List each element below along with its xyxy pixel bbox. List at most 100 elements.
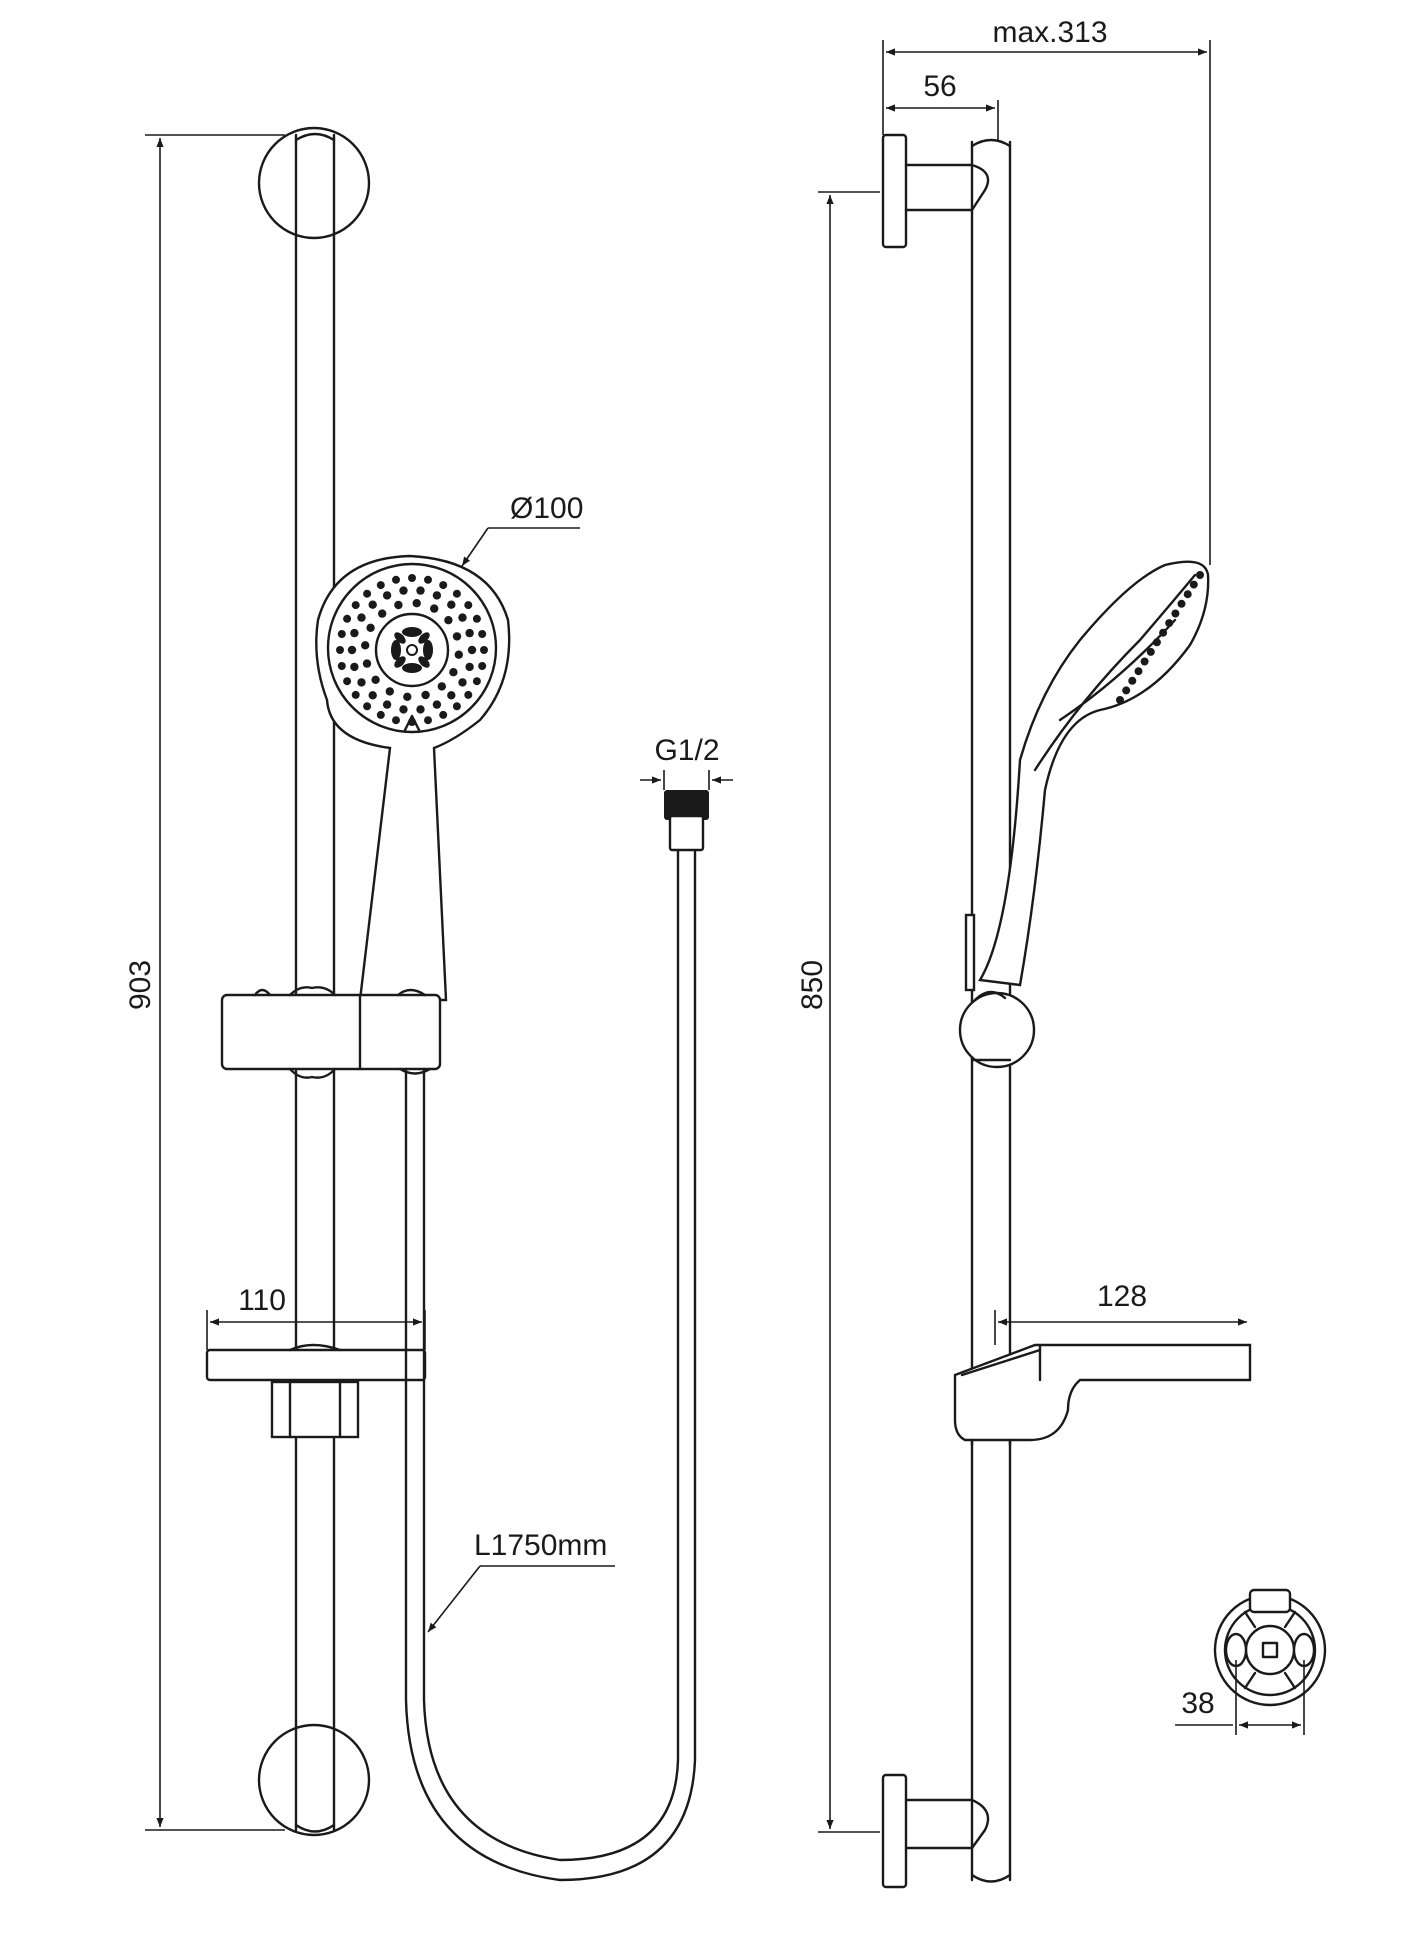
label-head-diameter: Ø100	[510, 492, 583, 525]
side-nozzle-dot	[1116, 696, 1124, 704]
hose	[404, 813, 697, 1882]
nozzle-dot	[337, 662, 346, 670]
nozzle-dot	[464, 601, 473, 610]
nozzle-dot	[376, 581, 385, 590]
bracket-detail-view	[1213, 1588, 1327, 1707]
nozzle-dot	[458, 613, 467, 622]
nozzle-dot	[366, 623, 375, 632]
side-nozzle-dot	[1171, 609, 1180, 618]
nozzle-dot	[362, 659, 372, 668]
label-max-depth: max.313	[992, 16, 1107, 49]
dimension-labels: max.313 56 Ø100 G1/2 903 850 110 128 L17…	[124, 16, 1215, 1720]
side-nozzle-dot	[1183, 590, 1192, 599]
nozzle-dot	[350, 628, 359, 638]
side-nozzle-dot	[1152, 638, 1161, 647]
front-slider	[220, 986, 442, 1079]
side-view	[881, 133, 1327, 1889]
nozzle-dot	[447, 691, 456, 700]
nozzle-dot	[472, 614, 481, 623]
front-view	[205, 126, 709, 1882]
side-nozzle-dot	[1189, 580, 1198, 589]
nozzle-dot	[363, 589, 372, 598]
nozzle-dot	[424, 575, 432, 584]
front-soap-dish	[205, 1343, 427, 1439]
side-nozzle-dot	[1122, 686, 1131, 695]
nozzle-dot	[378, 609, 387, 618]
nozzle-dot	[412, 599, 421, 608]
front-bottom-wall-flange	[257, 1723, 371, 1837]
side-spray-face	[1116, 571, 1204, 704]
nozzle-dot	[368, 691, 377, 700]
side-nozzle-dot	[1128, 676, 1137, 685]
side-hand-shower	[964, 560, 1210, 992]
spray-nozzles	[336, 574, 488, 726]
nozzle-dot	[363, 702, 372, 711]
nozzle-dot	[343, 614, 352, 623]
nozzle-dot	[416, 586, 425, 595]
dimension-lines	[145, 40, 1305, 1833]
nozzle-dot	[399, 705, 408, 714]
front-top-wall-flange	[257, 126, 371, 240]
nozzle-dot	[424, 716, 432, 725]
label-hose-length: L1750mm	[474, 1529, 607, 1562]
label-bracket-diameter: 38	[1181, 1687, 1214, 1720]
side-nozzle-dot	[1177, 599, 1186, 608]
nozzle-dot	[392, 716, 400, 725]
nozzle-dot	[357, 678, 366, 687]
side-nozzle-dot	[1159, 628, 1168, 637]
nozzle-dot	[454, 650, 463, 659]
nozzle-dot	[416, 705, 425, 714]
label-soap-dish-front: 110	[238, 1284, 286, 1317]
side-slider	[958, 990, 1036, 1069]
side-nozzle-dot	[1165, 619, 1174, 628]
nozzle-dot	[361, 641, 370, 650]
nozzle-dot	[472, 677, 481, 686]
nozzle-dot	[432, 591, 442, 600]
nozzle-dot	[394, 600, 403, 610]
nozzle-dot	[458, 678, 467, 687]
nozzle-dot	[444, 616, 453, 625]
nozzle-dot	[467, 645, 477, 655]
nozzle-dot	[437, 682, 446, 691]
nozzle-dot	[368, 600, 377, 609]
nozzle-dot	[403, 692, 412, 701]
nozzle-dot	[408, 574, 416, 582]
side-nozzle-dot	[1134, 667, 1143, 676]
nozzle-dot	[480, 646, 488, 654]
nozzle-dot	[357, 613, 366, 622]
label-soap-dish-side: 128	[1097, 1280, 1147, 1313]
nozzle-dot	[478, 662, 487, 670]
nozzle-dot	[376, 710, 385, 719]
side-nozzle-dot	[1196, 571, 1204, 579]
nozzle-dot	[399, 586, 408, 595]
front-rail	[294, 132, 336, 1833]
label-connector-thread: G1/2	[654, 734, 719, 767]
nozzle-dot	[351, 601, 360, 610]
nozzle-dot	[447, 600, 456, 609]
side-nozzle-dot	[1146, 647, 1155, 656]
nozzle-dot	[347, 645, 357, 655]
nozzle-dot	[337, 630, 346, 638]
nozzle-dot	[336, 646, 344, 654]
nozzle-dot	[350, 662, 359, 672]
hose-connector	[664, 790, 709, 852]
front-hand-shower	[315, 554, 511, 1002]
nozzle-dot	[382, 591, 392, 600]
nozzle-dot	[464, 690, 473, 699]
nozzle-dot	[452, 702, 461, 711]
nozzle-dot	[439, 710, 448, 719]
nozzle-dot	[392, 575, 400, 584]
nozzle-dot	[478, 630, 487, 638]
nozzle-dot	[421, 690, 430, 700]
nozzle-dot	[452, 632, 462, 641]
nozzle-dot	[351, 690, 360, 699]
nozzle-dot	[385, 687, 394, 696]
label-rail-length: 850	[796, 960, 829, 1010]
side-nozzle-dot	[1140, 657, 1149, 666]
nozzle-dot	[465, 662, 474, 672]
side-bottom-bracket	[881, 1773, 990, 1889]
nozzle-dot	[430, 604, 439, 613]
side-soap-dish	[953, 1343, 1252, 1447]
label-wall-offset: 56	[923, 70, 956, 103]
